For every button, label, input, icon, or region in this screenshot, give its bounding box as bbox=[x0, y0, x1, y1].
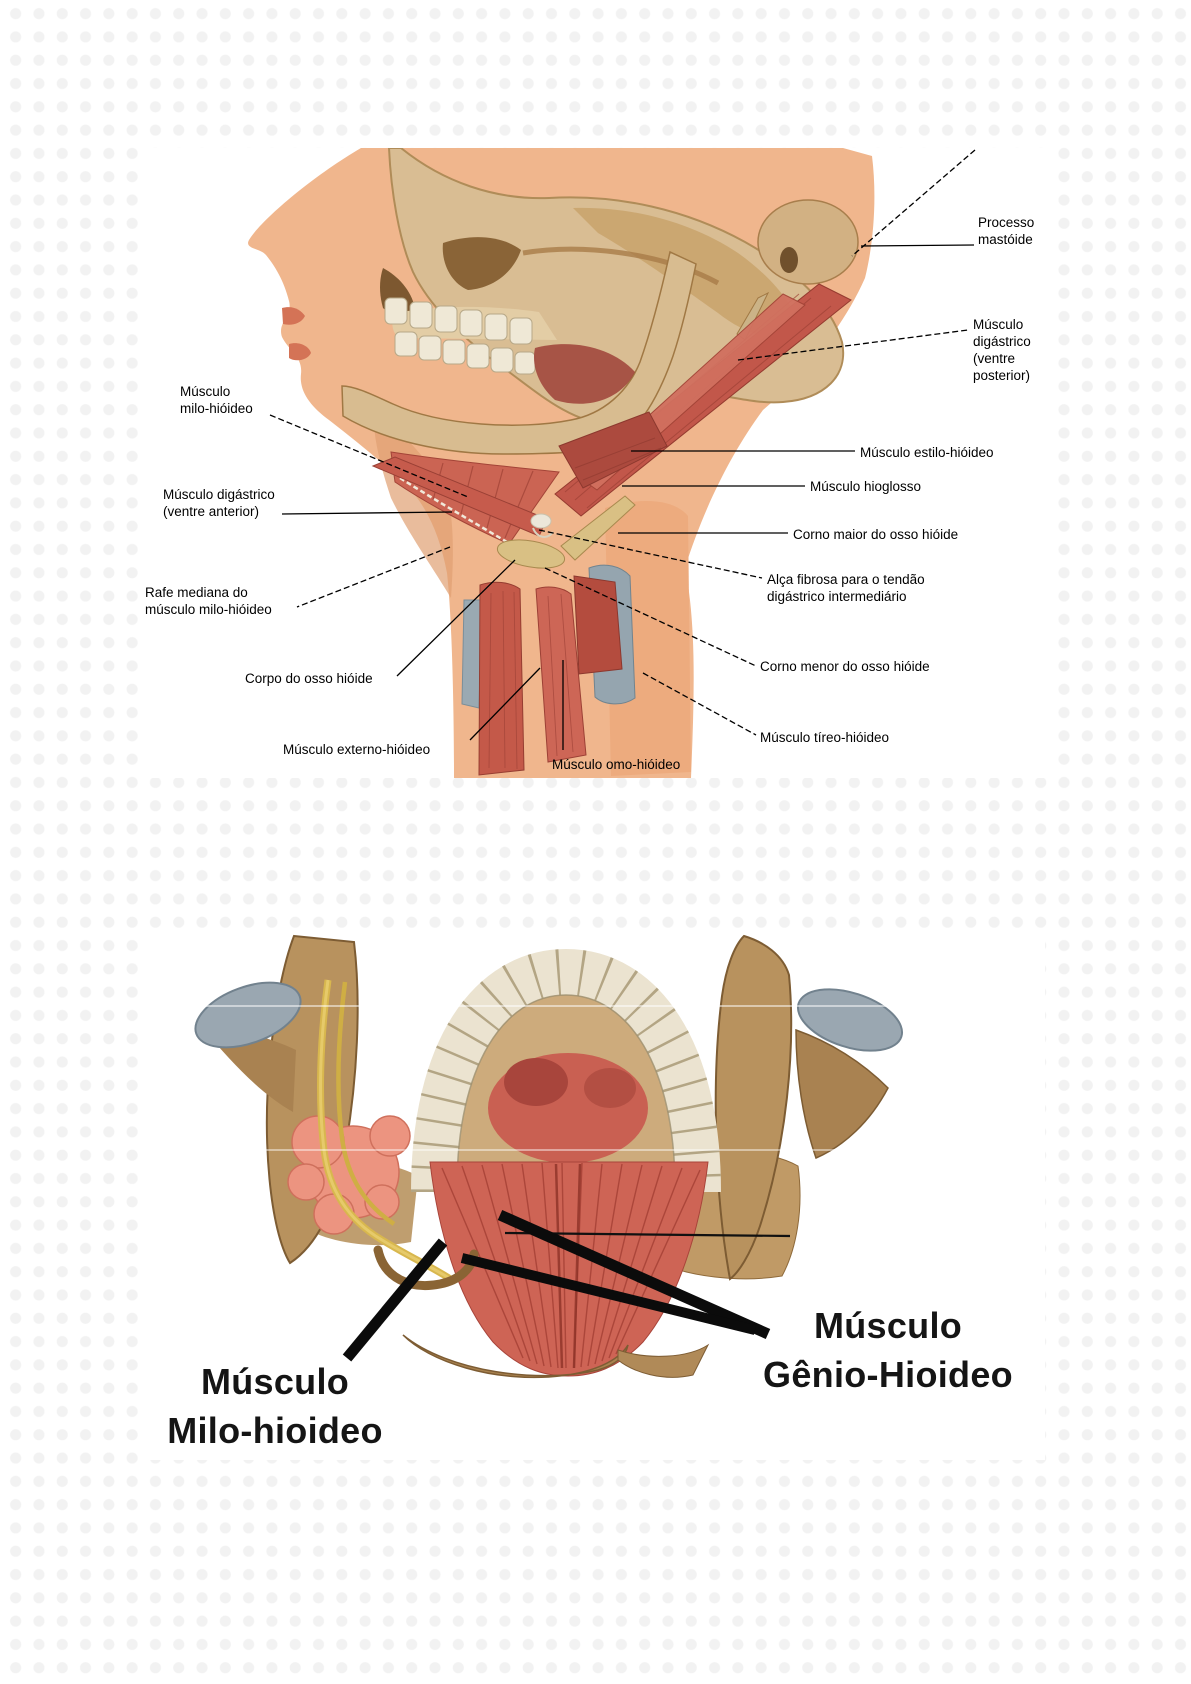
label-alca-fibrosa: Alça fibrosa para o tendão digástrico in… bbox=[767, 572, 925, 604]
label-musculo-externo-hioideo: Músculo externo-hióideo bbox=[283, 742, 431, 757]
omohyoid-muscle-shape bbox=[535, 586, 587, 763]
label-musculo-estilo-hioideo: Músculo estilo-hióideo bbox=[860, 445, 994, 460]
mastoid-process-shape bbox=[757, 199, 859, 285]
leader-line-processo-mastoide bbox=[860, 244, 975, 247]
leader-line-rafe-mediana bbox=[296, 546, 451, 608]
leader-line-digastrico-posterior bbox=[737, 329, 969, 361]
dental-arch-artwork bbox=[411, 948, 721, 1214]
leader-line-alca-fibrosa bbox=[538, 529, 763, 579]
hyoid-greater-horn-shape bbox=[560, 495, 636, 561]
pointer-line-milo-hioideo bbox=[342, 1238, 448, 1362]
figure-lateral-neck-muscles: Músculo milo-hióideo Músculo digástrico … bbox=[143, 148, 1050, 778]
leader-lines bbox=[269, 149, 976, 750]
label-musculo-milo-hioideo-big: Músculo Milo-hioideo bbox=[167, 1361, 383, 1451]
muscles-artwork bbox=[371, 283, 852, 776]
label-musculo-omo-hioideo: Músculo omo-hióideo bbox=[552, 757, 681, 772]
sternohyoid-muscle-shape bbox=[478, 581, 525, 776]
leader-line-corno-menor bbox=[544, 567, 757, 667]
leader-line-tireo-hioideo bbox=[642, 672, 757, 736]
pointer-line-genio-hioideo-upper bbox=[497, 1209, 771, 1340]
annotation-lines bbox=[342, 1209, 791, 1362]
leader-line-externo-hioideo bbox=[469, 667, 541, 741]
fibrous-loop-shape bbox=[530, 513, 552, 529]
label-corpo-do-osso-hioide: Corpo do osso hióide bbox=[245, 671, 373, 686]
left-condyle-shape bbox=[194, 981, 302, 1049]
label-corno-menor: Corno menor do osso hióide bbox=[760, 659, 930, 674]
thyrohyoid-muscle-shape bbox=[573, 575, 623, 675]
figure-mandible-floor-muscles: Músculo Milo-hioideo Músculo Gênio-Hioid… bbox=[148, 930, 1045, 1460]
inferior-view-illustration bbox=[148, 934, 1045, 1379]
label-musculo-genio-hioideo-big: Músculo Gênio-Hioideo bbox=[763, 1305, 1013, 1395]
pointer-line-genio-hioideo-lower bbox=[460, 1253, 757, 1335]
hyoglossus-muscle-shape bbox=[558, 411, 668, 489]
label-digastrico-ventre-posterior: Músculo digástrico (ventre posterior) bbox=[973, 317, 1031, 383]
label-musculo-tireo-hioideo: Músculo tíreo-hióideo bbox=[760, 730, 890, 745]
label-rafe-mediana: Rafe mediana do músculo milo-hióideo bbox=[145, 585, 272, 617]
hyoid-rim-artwork bbox=[373, 1245, 710, 1379]
label-digastrico-ventre-anterior: Músculo digástrico (ventre anterior) bbox=[163, 487, 275, 519]
label-corno-maior: Corno maior do osso hióide bbox=[793, 527, 959, 542]
leader-line-corpo-osso-hioide bbox=[396, 559, 516, 677]
right-ramus-shape bbox=[714, 934, 793, 1281]
right-condyle-shape bbox=[796, 988, 904, 1052]
teeth-artwork bbox=[384, 297, 536, 375]
geniohyoid-shape bbox=[554, 1163, 582, 1369]
lingual-nerve-artwork bbox=[317, 979, 454, 1283]
label-musculo-hioglosso: Músculo hioglosso bbox=[810, 479, 922, 494]
leader-line-digastrico-anterior bbox=[281, 511, 453, 515]
leader-line-top bbox=[851, 149, 976, 257]
mylohyoid-inferior-shape bbox=[429, 1161, 709, 1377]
lateral-view-illustration bbox=[248, 148, 976, 778]
label-processo-mastoide: Processo mastóide bbox=[978, 215, 1035, 247]
label-musculo-milo-hioideo: Músculo milo-hióideo bbox=[180, 384, 253, 416]
